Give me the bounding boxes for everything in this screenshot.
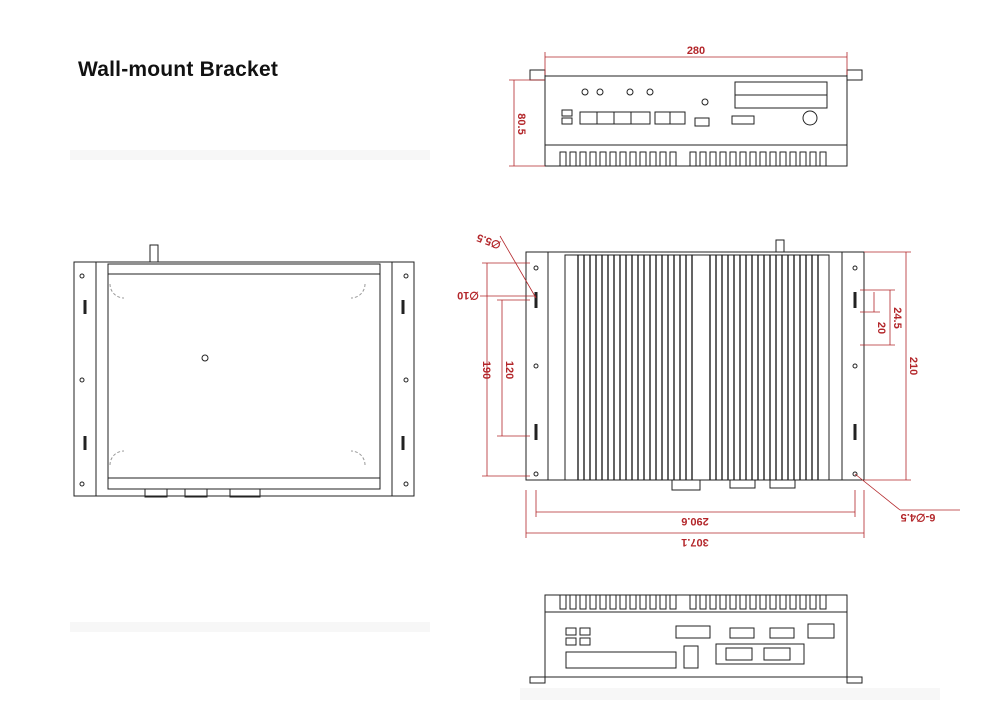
background-band-top [70,150,430,160]
dim-height-210: 210 [907,357,919,375]
dim-hole-pattern: 6-∅4.5 [901,511,936,523]
dim-width-307-1: 307.1 [681,536,709,548]
dim-slot-24-5: 24.5 [891,307,903,328]
dim-front-width: 280 [687,45,705,57]
bottom-view [73,244,415,498]
dim-width-290-6: 290.6 [681,515,709,527]
rear-view [529,594,863,684]
top-view [525,239,865,491]
top-view-fins [577,255,819,480]
dim-height-120: 120 [503,361,515,379]
bottom-view-corner-arcs [109,283,366,466]
front-view-fins [559,151,827,166]
page-title: Wall-mount Bracket [78,58,279,81]
dim-slot-20: 20 [875,322,887,334]
dim-height-190: 190 [480,361,492,379]
front-view [529,69,863,167]
dim-hole-large: ∅10 [457,289,479,301]
front-view-dimensions [509,52,848,167]
rear-view-fins [559,595,827,610]
top-view-dimensions [480,235,960,538]
dim-front-height: 80.5 [515,113,527,134]
background-band-mid [70,622,430,632]
dim-hole-slot: ∅5.5 [475,231,502,251]
background-band-bottom [520,688,940,700]
